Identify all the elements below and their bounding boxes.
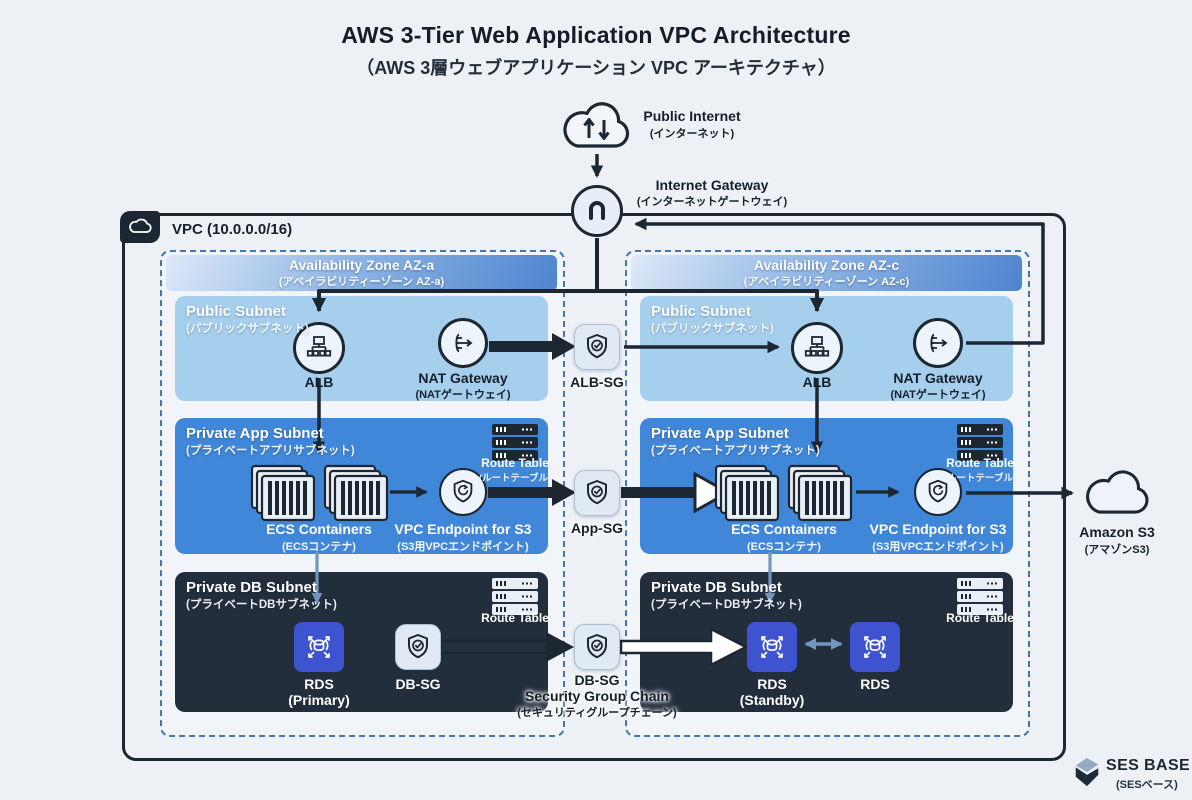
- endpoint-a-label: VPC Endpoint for S3: [394, 521, 532, 537]
- s3-label: Amazon S3: [1079, 524, 1155, 540]
- brand-logo-icon: [1072, 754, 1102, 790]
- endpoint-a-label-jp: (S3用VPCエンドポイント): [397, 541, 529, 553]
- route-table-app-c-icon: [957, 424, 1003, 461]
- route-table-app-c-label-jp: (ルートテーブル): [943, 473, 1017, 484]
- az-c-title-jp: (アベイラビリティーゾーン AZ-c): [743, 276, 910, 288]
- db-sg-mid-label: DB-SG: [574, 672, 620, 688]
- app-subnet-c-label: Private App Subnet: [651, 425, 789, 442]
- az-a-header: Availability Zone AZ-a (アベイラビリティーゾーン AZ-…: [166, 255, 557, 291]
- nat-a-label-jp: (NATゲートウェイ): [415, 389, 511, 401]
- page-subtitle: （AWS 3層ウェブアプリケーション VPC アーキテクチャ）: [356, 58, 836, 78]
- amazon-s3-cloud-icon: [1080, 468, 1156, 520]
- rds-standby-icon: [747, 622, 797, 672]
- rds-standby-sublabel: (Standby): [739, 692, 805, 708]
- public-subnet-a-label: Public Subnet: [186, 303, 287, 320]
- alb-sg-icon: [574, 324, 620, 370]
- vpc-endpoint-c-icon: [914, 468, 962, 516]
- brand-name-jp: (SESベース): [1116, 779, 1178, 791]
- igw-label: Internet Gateway: [655, 177, 769, 193]
- rds-replica-icon: [850, 622, 900, 672]
- vpc-label: VPC (10.0.0.0/16): [172, 221, 293, 238]
- sg-chain-label-jp: (セキュリティグループチェーン): [517, 707, 677, 719]
- sg-chain-label: Security Group Chain: [525, 688, 669, 704]
- route-table-db-a-icon: [492, 578, 538, 615]
- rds-primary-sublabel: (Primary): [288, 692, 350, 708]
- az-c-header: Availability Zone AZ-c (アベイラビリティーゾーン AZ-…: [631, 255, 1022, 291]
- db-subnet-c-label: Private DB Subnet: [651, 579, 782, 596]
- rds-standby-label: RDS: [757, 676, 787, 692]
- ecs-c-label: ECS Containers: [731, 521, 837, 537]
- vpc-endpoint-a-icon: [439, 468, 487, 516]
- rds-replica-label: RDS: [860, 676, 890, 692]
- db-subnet-c-label-jp: (プライベートDBサブネット): [651, 599, 802, 611]
- ecs-a-label-jp: (ECSコンテナ): [282, 541, 356, 553]
- db-sg-mid-icon: [574, 624, 620, 670]
- vpc-cloud-icon: [120, 211, 160, 243]
- app-sg-label: App-SG: [570, 520, 624, 536]
- ecs-a-label: ECS Containers: [266, 521, 372, 537]
- endpoint-c-label-jp: (S3用VPCエンドポイント): [872, 541, 1004, 553]
- alb-a-label: ALB: [304, 374, 334, 390]
- ecs-containers-c2-icon: [787, 464, 853, 522]
- public-internet-label: Public Internet: [643, 108, 741, 124]
- route-table-app-a-label-jp: (ルートテーブル): [478, 473, 552, 484]
- public-subnet-c-label-jp: (パブリックサブネット): [651, 323, 774, 335]
- endpoint-c-label: VPC Endpoint for S3: [869, 521, 1007, 537]
- az-a-title-jp: (アベイラビリティーゾーン AZ-a): [278, 276, 445, 288]
- alb-c-label: ALB: [802, 374, 832, 390]
- ecs-containers-a2-icon: [323, 464, 389, 522]
- nat-c-label-jp: (NATゲートウェイ): [890, 389, 986, 401]
- app-subnet-a-label: Private App Subnet: [186, 425, 324, 442]
- alb-c-icon: [791, 322, 843, 374]
- ecs-c-label-jp: (ECSコンテナ): [747, 541, 821, 553]
- db-sg-a-label: DB-SG: [395, 676, 441, 692]
- route-table-app-a-icon: [492, 424, 538, 461]
- route-table-db-c-icon: [957, 578, 1003, 615]
- ecs-containers-c-icon: [714, 464, 780, 522]
- ecs-containers-a-icon: [250, 464, 316, 522]
- brand-name: SES BASE: [1106, 757, 1191, 774]
- rds-primary-icon: [294, 622, 344, 672]
- igw-label-jp: (インターネットゲートウェイ): [636, 196, 788, 208]
- route-table-app-c-label: Route Table: [946, 456, 1014, 470]
- nat-gateway-c-icon: [913, 318, 963, 368]
- route-table-app-a-label: Route Table: [481, 456, 549, 470]
- nat-a-label: NAT Gateway: [418, 370, 508, 386]
- public-internet-cloud-icon: [557, 100, 637, 154]
- db-sg-a-icon: [395, 624, 441, 670]
- db-subnet-a-label: Private DB Subnet: [186, 579, 317, 596]
- public-subnet-a-label-jp: (パブリックサブネット): [186, 323, 309, 335]
- nat-c-label: NAT Gateway: [893, 370, 983, 386]
- az-a-title: Availability Zone AZ-a: [288, 257, 435, 273]
- app-subnet-c-label-jp: (プライベートアプリサブネット): [651, 445, 820, 457]
- alb-a-icon: [293, 322, 345, 374]
- rds-primary-label: RDS: [304, 676, 334, 692]
- public-subnet-c-label: Public Subnet: [651, 303, 752, 320]
- db-subnet-a-label-jp: (プライベートDBサブネット): [186, 599, 337, 611]
- az-c-title: Availability Zone AZ-c: [753, 257, 900, 273]
- alb-sg-label: ALB-SG: [570, 374, 624, 390]
- s3-label-jp: (アマゾンS3): [1084, 544, 1150, 556]
- route-table-db-a-label: Route Table: [481, 611, 549, 625]
- route-table-db-c-label: Route Table: [946, 611, 1014, 625]
- nat-gateway-a-icon: [438, 318, 488, 368]
- internet-gateway-icon: [571, 185, 623, 237]
- app-sg-icon: [574, 470, 620, 516]
- page-title: AWS 3-Tier Web Application VPC Architect…: [341, 22, 851, 48]
- public-internet-label-jp: (インターネット): [649, 128, 735, 140]
- app-subnet-a-label-jp: (プライベートアプリサブネット): [186, 445, 355, 457]
